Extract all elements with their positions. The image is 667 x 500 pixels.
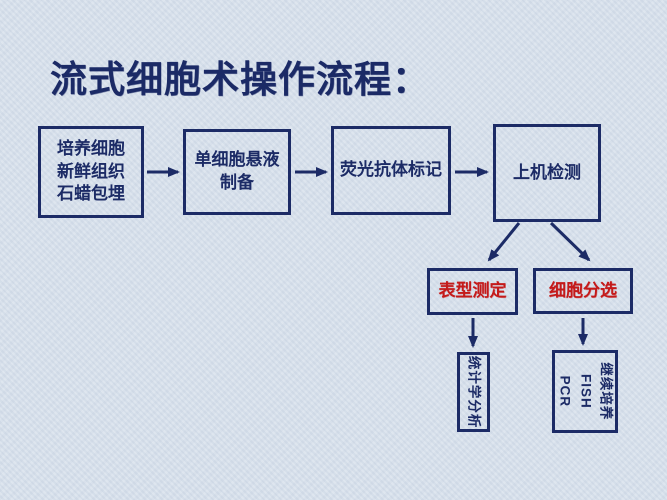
flow-box-cell-suspension-line2: 制备: [220, 173, 254, 192]
flow-box-phenotype-assay: 表型测定: [427, 268, 518, 315]
flow-box-further-use-line3: PCR: [557, 375, 573, 408]
flow-box-cell-sorting-label: 细胞分选: [549, 280, 617, 300]
flow-box-machine-detection-label: 上机检测: [513, 162, 581, 182]
arrow-step4-branch-right: [549, 221, 591, 262]
flow-box-statistical-analysis-label: 统计学分析: [466, 355, 482, 429]
flow-box-further-use-line2: FISH: [578, 374, 594, 409]
flow-box-sample-source-line1: 培养细胞: [57, 138, 125, 158]
flow-box-cell-suspension-line1: 单细胞悬液: [194, 150, 280, 170]
page-title: 流式细胞术操作流程：: [50, 59, 430, 100]
arrow-step4-branch-left: [487, 222, 521, 262]
flow-box-further-use: 继续培养 FISH PCR: [552, 350, 618, 433]
flow-box-machine-detection: 上机检测: [493, 124, 601, 222]
flow-box-cell-suspension: 单细胞悬液 制备: [183, 129, 291, 215]
flow-box-sample-source-line2: 新鲜组织: [57, 161, 125, 181]
flow-box-further-use-line1: 继续培养: [598, 362, 614, 421]
flow-box-cell-sorting: 细胞分选: [533, 268, 633, 314]
flow-box-statistical-analysis: 统计学分析: [457, 352, 490, 432]
flow-box-antibody-labeling-label: 荧光抗体标记: [340, 160, 442, 180]
flow-box-sample-source-line3: 石蜡包埋: [57, 184, 125, 204]
flow-box-phenotype-assay-label: 表型测定: [438, 281, 507, 301]
flow-box-antibody-labeling: 荧光抗体标记: [331, 126, 451, 215]
flow-box-sample-source: 培养细胞 新鲜组织 石蜡包埋: [38, 126, 144, 218]
